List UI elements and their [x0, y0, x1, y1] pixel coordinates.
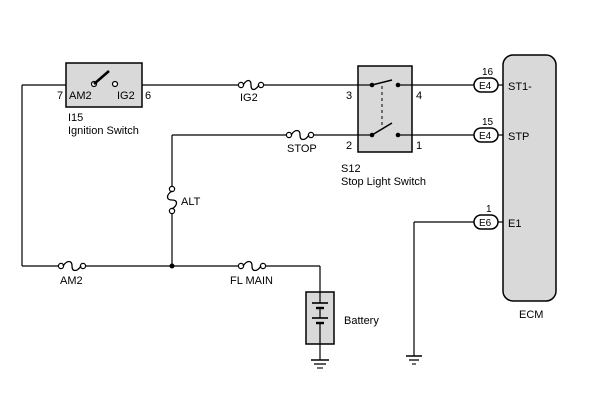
ground-icon [406, 355, 422, 365]
fuse-am2: AM2 [57, 260, 87, 287]
fuse-am2-label: AM2 [60, 275, 83, 287]
connector-pin: 1 [486, 204, 492, 215]
connector-e6 [473, 214, 499, 230]
ignition-pin-6: 6 [145, 90, 151, 102]
fuse-icon [242, 79, 260, 91]
ignition-switch: AM2 IG2 7 6 I15 Ignition Switch [57, 62, 151, 137]
fuse-alt: ALT [166, 185, 201, 215]
stop-switch-pin-3: 3 [346, 90, 352, 102]
connector-pin: 16 [482, 67, 494, 78]
fuse-icon [62, 260, 82, 272]
fuse-icon [166, 190, 178, 210]
ignition-switch-name: Ignition Switch [68, 125, 139, 137]
switch-blade-icon [371, 79, 393, 86]
stop-switch-pin-1: 1 [416, 140, 422, 152]
ecm-signal-e1: E1 [508, 218, 521, 230]
fuse-fl-main: FL MAIN [230, 260, 273, 287]
ignition-terminal-ig2: IG2 [117, 90, 135, 102]
battery-label: Battery [344, 315, 379, 327]
stop-switch-pin-2: 2 [346, 140, 352, 152]
fuse-stop-label: STOP [287, 143, 317, 155]
stop-light-switch-box [357, 65, 413, 153]
ecm-box [502, 54, 557, 302]
stop-light-switch: 3 4 2 1 S12 Stop Light Switch [341, 65, 426, 188]
ground-icon [311, 359, 329, 369]
fuse-stop: STOP [285, 129, 317, 155]
stop-switch-id: S12 [341, 163, 361, 175]
fuse-ig2: IG2 [237, 79, 265, 104]
stop-switch-name: Stop Light Switch [341, 176, 426, 188]
switch-lever-icon [93, 70, 110, 85]
ignition-terminal-am2: AM2 [69, 90, 92, 102]
fuse-alt-label: ALT [181, 196, 201, 208]
fuse-fl-main-label: FL MAIN [230, 275, 273, 287]
junction-dot [169, 263, 175, 269]
ignition-pin-7: 7 [57, 90, 63, 102]
ecm-signal-st1: ST1- [508, 81, 532, 93]
connector-id: E4 [479, 131, 492, 142]
connector-id: E4 [479, 81, 492, 92]
ignition-switch-id: I15 [68, 112, 83, 124]
ecm-terminal-stp: E4 15 STP [473, 117, 529, 143]
battery: Battery [305, 291, 379, 345]
switch-contact-icon [111, 80, 119, 88]
fuse-icon [290, 129, 310, 141]
connector-pin: 15 [482, 117, 494, 128]
stop-switch-pin-4: 4 [416, 90, 422, 102]
connector-e4 [473, 127, 499, 143]
ecm-terminal-e1: E6 1 E1 [473, 204, 521, 230]
ecm-label: ECM [519, 309, 543, 321]
ecm-terminal-st1: E4 16 ST1- [473, 67, 532, 93]
ecm: ECM [502, 54, 557, 321]
fuse-ig2-label: IG2 [240, 92, 258, 104]
connector-e4 [473, 77, 499, 93]
wires [21, 84, 503, 360]
fuse-icon [242, 260, 262, 272]
ecm-signal-stp: STP [508, 131, 529, 143]
ignition-switch-box [65, 62, 143, 108]
switch-blade-icon [371, 122, 393, 136]
connector-id: E6 [479, 218, 492, 229]
